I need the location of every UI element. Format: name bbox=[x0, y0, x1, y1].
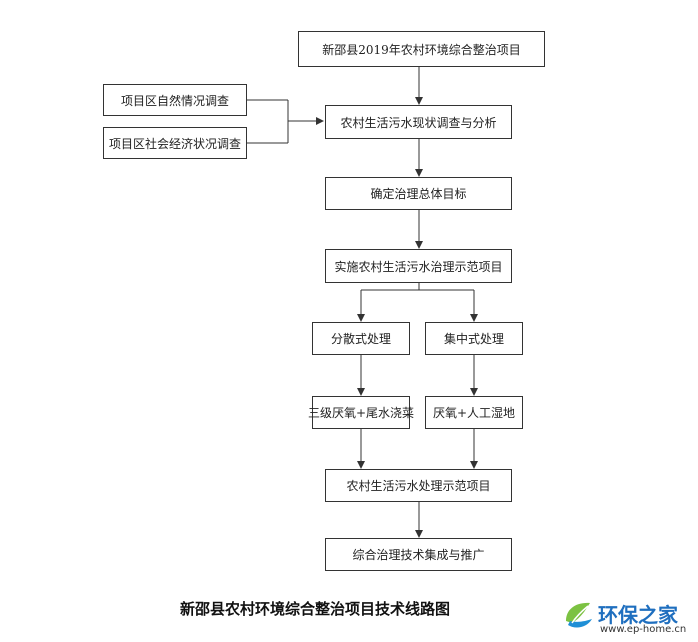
box-overall-goal: 确定治理总体目标 bbox=[325, 177, 512, 210]
box-integration: 综合治理技术集成与推广 bbox=[325, 538, 512, 571]
box-centralized: 集中式处理 bbox=[425, 322, 523, 355]
watermark-name: 环保之家 bbox=[598, 603, 678, 627]
box-survey-socio: 项目区社会经济状况调查 bbox=[103, 127, 247, 159]
box-tech-b: 厌氧+人工湿地 bbox=[425, 396, 523, 429]
box-sewage-analysis: 农村生活污水现状调查与分析 bbox=[325, 105, 512, 139]
box-tech-a: 三级厌氧+尾水浇菜 bbox=[308, 396, 414, 429]
box-top-project: 新邵县2019年农村环境综合整治项目 bbox=[298, 31, 545, 67]
box-decentralized: 分散式处理 bbox=[312, 322, 410, 355]
watermark-url: www.ep-home.cn bbox=[600, 624, 687, 635]
box-demo-project: 实施农村生活污水治理示范项目 bbox=[325, 249, 512, 283]
watermark-logo: 环保之家 www.ep-home.cn bbox=[560, 597, 698, 642]
box-demo-result: 农村生活污水处理示范项目 bbox=[325, 469, 512, 502]
box-survey-nature: 项目区自然情况调查 bbox=[103, 84, 247, 116]
leaf-logo-icon bbox=[566, 602, 592, 628]
diagram-caption: 新邵县农村环境综合整治项目技术线路图 bbox=[180, 600, 451, 618]
